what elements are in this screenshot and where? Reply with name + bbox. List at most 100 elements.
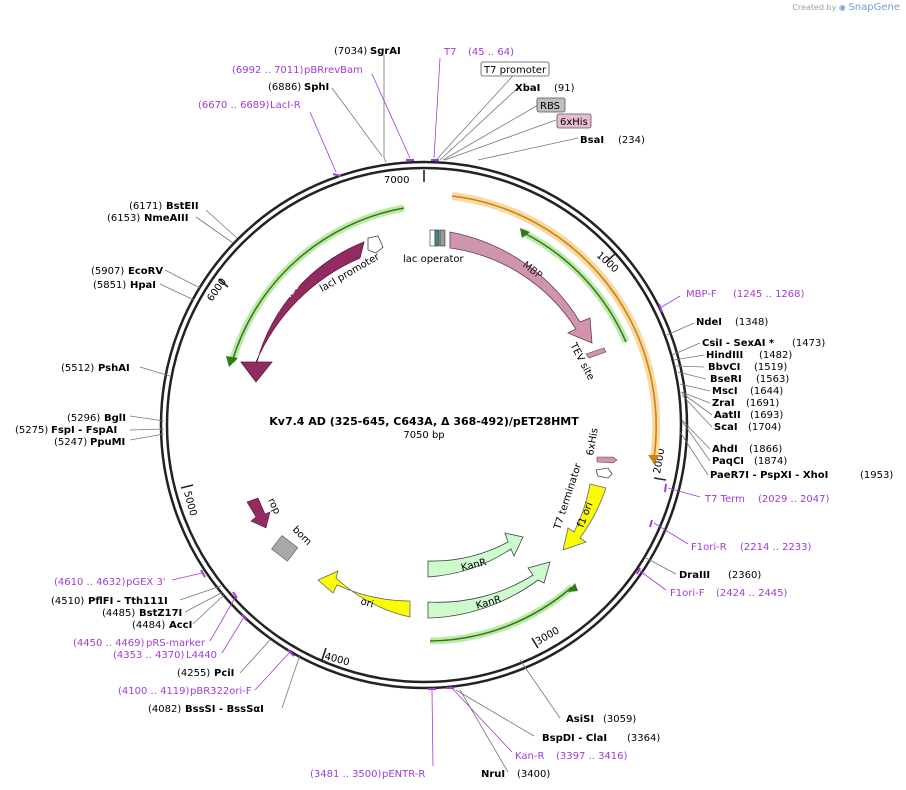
site-pos-NruI: (3400) (517, 769, 550, 780)
feature-lac-operator-block (429, 229, 436, 247)
t7-promoter-box (480, 61, 550, 77)
primer-range-F1ori-R: (2214 .. 2233) (740, 542, 812, 553)
primer-range-L4440: (4353 .. 4370) (113, 650, 185, 661)
site-pos-MscI: (1644) (750, 386, 783, 397)
site-pos-NdeI: (1348) (735, 317, 768, 328)
site-pos-PpuMI: (5247) (54, 437, 87, 448)
tick-label-6000: 6000 (205, 277, 229, 304)
feature-TEV-site-arrow (585, 347, 607, 359)
site-pos-BsaI: (234) (618, 135, 645, 146)
site-name-BbvCI: BbvCI (708, 362, 740, 373)
site-name-PciI: PciI (214, 668, 234, 679)
translation-arcs (226, 204, 630, 645)
primer-range-T7-Term: (2029 .. 2047) (758, 494, 830, 505)
feature-T7-terminator-arrow (595, 467, 613, 479)
created-by-text: Created by (792, 3, 837, 12)
site-labels: (7034) SgrAI (6886) SphI XbaI (91) BsaI … (15, 46, 893, 780)
primer-range-MBP-F: (1245 .. 1268) (733, 289, 805, 300)
site-name-AatII: AatII (714, 410, 741, 421)
site-pos-AatII: (1693) (750, 410, 783, 421)
site-name-DraIII: DraIII (679, 570, 710, 581)
site-pos-BseRI: (1563) (756, 374, 789, 385)
site-name-ZraI: ZraI (712, 398, 735, 409)
primer-name-L4440: L4440 (186, 650, 217, 661)
site-pos-CsiI: (1473) (792, 338, 825, 349)
feature-6xhis-label: 6xHis (585, 427, 601, 456)
site-name-BglI: BglI (104, 413, 126, 424)
site-pos-PshAI: (5512) (61, 363, 94, 374)
primer-name-T7-Term: T7 Term (704, 494, 745, 505)
snapgene-branding: Created by ◉ SnapGene (792, 2, 900, 13)
site-name-NmeAIII: NmeAIII (144, 213, 188, 224)
primer-range-pENTR-R: (3481 .. 3500) (310, 769, 382, 780)
snapgene-name: SnapGene (848, 2, 900, 13)
site-pos-PaqCI: (1874) (754, 456, 787, 467)
backbone-inner (165, 166, 683, 684)
site-name-SphI: SphI (304, 82, 329, 93)
site-pos-NmeAIII: (6153) (107, 213, 140, 224)
primer-range-F1ori-F: (2424 .. 2445) (716, 588, 788, 599)
primer-range-Kan-R: (3397 .. 3416) (556, 751, 628, 762)
primer-name-Kan-R: Kan-R (515, 751, 544, 762)
site-pos-SphI: (6886) (268, 82, 301, 93)
feature-KanR-2-label: KanR (475, 594, 503, 612)
site-pos-AccI: (4484) (132, 620, 165, 631)
primer-name-pGEX3: pGEX 3' (126, 577, 166, 588)
site-name-AccI: AccI (169, 620, 192, 631)
6xhis-box (556, 113, 592, 129)
site-name-HpaI: HpaI (130, 280, 156, 291)
feature-f1-ori-arrow (562, 483, 607, 551)
6xhis-box-label: 6xHis (560, 117, 588, 128)
feature-ori-arrow (317, 570, 411, 618)
site-pos-SgrAI: (7034) (334, 46, 367, 57)
site-name-XbaI: XbaI (515, 83, 540, 94)
feature-6xhis-block (439, 229, 446, 247)
feature-rbs-block (434, 229, 440, 247)
site-pos-PaeR7I: (1953) (860, 470, 893, 481)
primer-range-pRS-marker: (4450 .. 4469) (73, 638, 145, 649)
site-name-PaqCI: PaqCI (712, 456, 744, 467)
site-name-BspDI: BspDI - ClaI (542, 733, 607, 744)
feature-MBP-arrow (449, 231, 593, 344)
site-name-CsiI: CsiI - SexAI * (702, 338, 775, 349)
site-pos-AhdI: (1866) (749, 444, 782, 455)
site-name-PflFI: PflFI - Tth111I (88, 596, 168, 607)
site-pos-BglI: (5296) (67, 413, 100, 424)
site-name-BssSI: BssSI - BssSαI (185, 704, 264, 715)
site-name-PaeR7I: PaeR7I - PspXI - XhoI (710, 470, 828, 481)
site-pos-EcoRV: (5907) (91, 266, 124, 277)
site-pos-DraIII: (2360) (728, 570, 761, 581)
site-name-ScaI: ScaI (714, 422, 738, 433)
site-pos-ScaI: (1704) (748, 422, 781, 433)
feature-TEV-site-label: TEV site (567, 340, 596, 382)
site-name-AsiSI: AsiSI (566, 714, 594, 725)
site-name-MscI: MscI (712, 386, 738, 397)
site-pos-BspDI: (3364) (627, 733, 660, 744)
site-pos-HpaI: (5851) (93, 280, 126, 291)
feature-KanR-2-arrow (427, 561, 551, 619)
site-pos-PciI: (4255) (177, 668, 210, 679)
site-name-PpuMI: PpuMI (90, 437, 125, 448)
rbs-box (536, 97, 566, 113)
primer-range-T7: (45 .. 64) (468, 47, 514, 58)
site-name-AhdI: AhdI (712, 444, 738, 455)
primer-range-LacI-R: (6670 .. 6689) (198, 100, 270, 111)
feature-lacI-arrow (240, 241, 365, 383)
primer-name-T7: T7 (443, 47, 456, 58)
feature-lacI-promoter-arrow (367, 235, 384, 254)
primer-leader-lines (171, 57, 701, 767)
primer-name-F1ori-F: F1ori-F (670, 588, 705, 599)
site-pos-AsiSI: (3059) (603, 714, 636, 725)
site-name-BsaI: BsaI (580, 135, 604, 146)
map-title: Kv7.4 AD (325-645, C643A, Δ 368-492)/pET… (269, 415, 579, 428)
site-name-SgrAI: SgrAI (370, 46, 401, 57)
feature-KanR-1-arrow (427, 532, 524, 578)
map-size: 7050 bp (403, 430, 444, 441)
rbs-box-label: RBS (540, 101, 560, 112)
feature-lac-operator-label: lac operator (403, 254, 464, 265)
snapgene-logo-icon: ◉ (838, 3, 846, 12)
primer-name-pBR322ori-F: pBR322ori-F (190, 686, 252, 697)
site-pos-HindIII: (1482) (759, 350, 792, 361)
site-pos-BbvCI: (1519) (754, 362, 787, 373)
